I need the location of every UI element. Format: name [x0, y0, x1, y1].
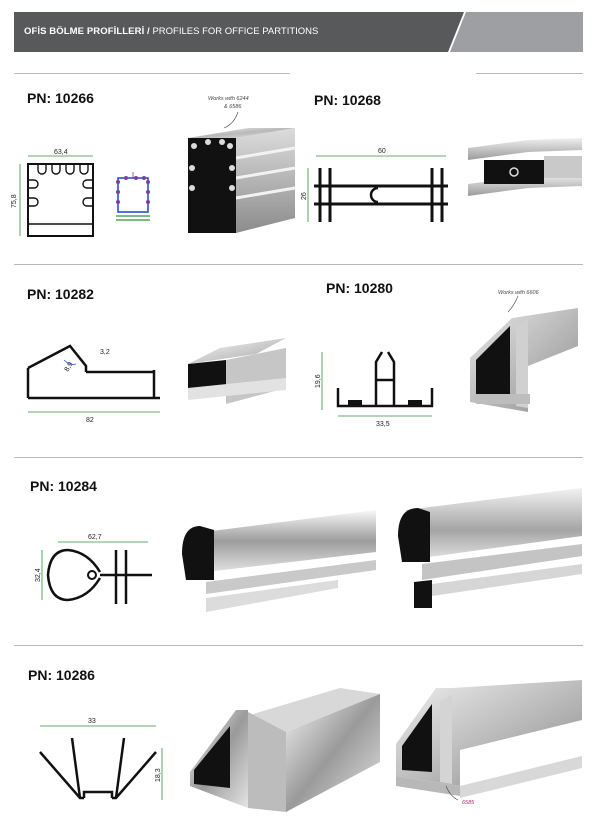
drawing-10284: 62,7 32,4 — [35, 534, 152, 604]
render-10268 — [468, 138, 582, 196]
dim-angle-10282: 8,9 — [64, 361, 75, 373]
drawing-10286: 33 18,3 — [39, 718, 163, 800]
drawing-10282: 82 3,2 8,9 — [26, 344, 160, 424]
render-10284-b — [398, 488, 582, 608]
dim-width-10284: 62,7 — [88, 534, 102, 541]
divider-row3 — [14, 645, 583, 646]
render-10282 — [188, 338, 286, 404]
product-number-10284: PN: 10284 — [30, 478, 97, 494]
render-10286-b: 6585 — [396, 680, 582, 806]
divider-row2 — [14, 457, 583, 458]
note-10286: 6585 — [462, 800, 475, 806]
product-number-10282: PN: 10282 — [27, 286, 94, 302]
header-title-tr: OFİS BÖLME PROFİLLERİ / — [24, 26, 150, 37]
dim-width-10266: 63,4 — [54, 149, 68, 156]
drawing-10268: 60 26 — [301, 148, 448, 222]
header-title: OFİS BÖLME PROFİLLERİ / PROFILES FOR OFF… — [24, 26, 318, 37]
product-number-10280: PN: 10280 — [326, 280, 393, 296]
render-10280: Works with 6606 — [470, 290, 578, 412]
render-10284-a — [182, 510, 376, 612]
render-10286-a — [190, 688, 380, 812]
dim-height-10280: 19,6 — [315, 374, 322, 388]
render-10266: Works with 6244 & 6586 — [188, 96, 295, 233]
dim-width-10280: 33,5 — [376, 421, 390, 428]
divider-top-right — [476, 73, 583, 74]
dim-width-10282: 82 — [86, 417, 94, 424]
drawing-10266: 63,4 75,8 — [11, 149, 150, 237]
note-10266-line2: & 6586 — [224, 104, 242, 110]
dim-height-10284: 32,4 — [35, 568, 42, 582]
dim-width-10286: 33 — [88, 718, 96, 725]
product-number-10268: PN: 10268 — [314, 92, 381, 108]
dim-height-10286: 18,3 — [155, 768, 162, 782]
section-header: OFİS BÖLME PROFİLLERİ / PROFILES FOR OFF… — [14, 12, 583, 52]
note-10266-line1: Works with 6244 — [208, 96, 249, 102]
header-banner-shape — [14, 12, 583, 52]
dim-height-10268: 26 — [301, 192, 308, 200]
dim-height-10266: 75,8 — [11, 194, 18, 208]
dim-width-10268: 60 — [378, 148, 386, 155]
product-number-10266: PN: 10266 — [27, 90, 94, 106]
divider-row1 — [14, 264, 583, 265]
dim-thickness-10282: 3,2 — [100, 349, 110, 356]
header-title-en: PROFILES FOR OFFICE PARTITIONS — [149, 26, 319, 37]
note-10280: Works with 6606 — [498, 290, 540, 296]
divider-top — [14, 73, 290, 74]
product-number-10286: PN: 10286 — [28, 667, 95, 683]
drawing-10280: 19,6 33,5 — [315, 351, 434, 428]
